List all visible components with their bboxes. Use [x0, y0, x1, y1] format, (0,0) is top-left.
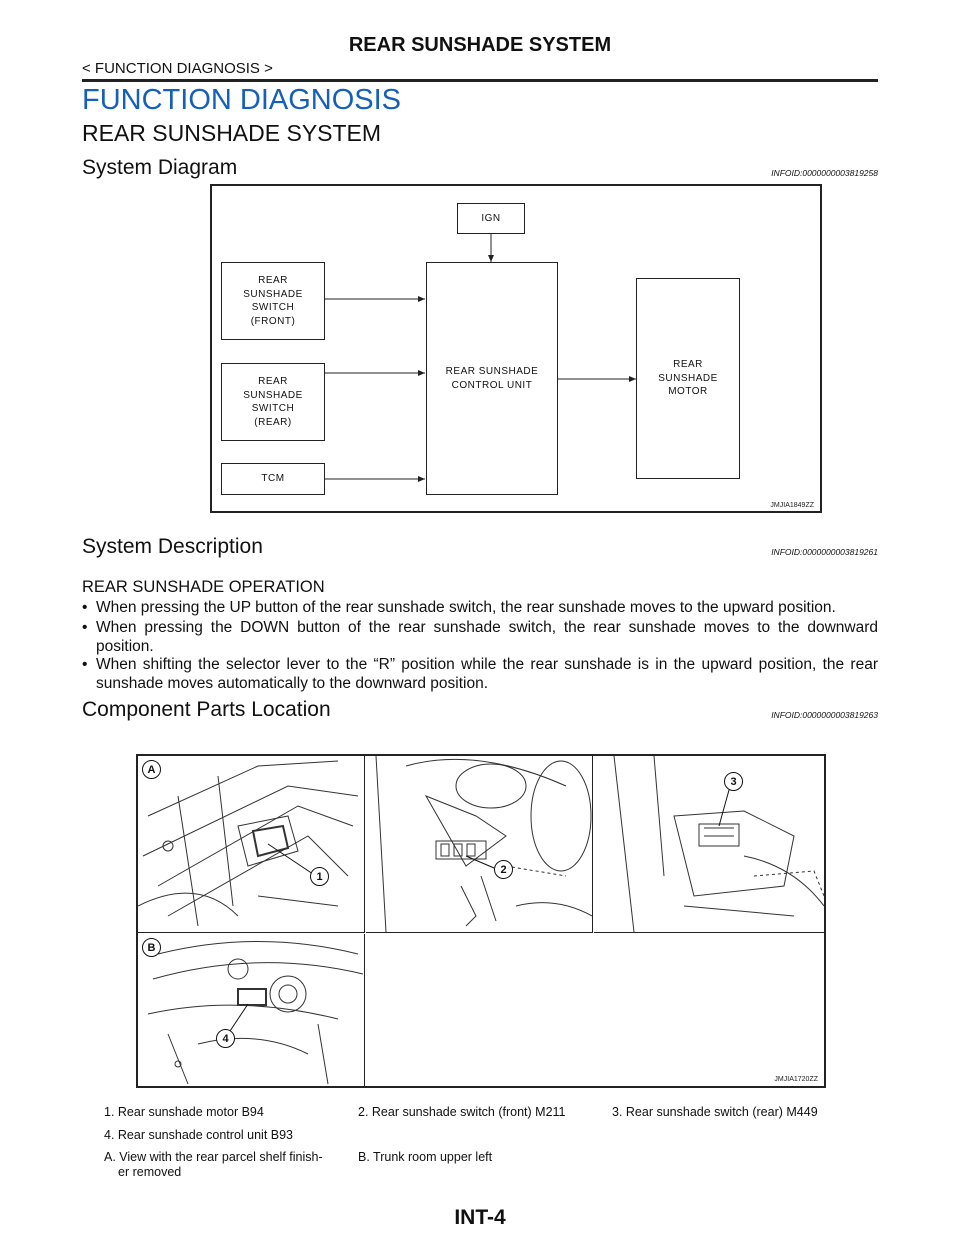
system-description-infoid: INFOID:0000000003819261	[771, 547, 878, 557]
system-diagram-heading: System Diagram	[82, 156, 238, 179]
section-title: FUNCTION DIAGNOSIS	[82, 84, 402, 116]
component-parts-infoid: INFOID:0000000003819263	[771, 710, 878, 720]
callout-3: 3	[724, 772, 743, 791]
callout-4: 4	[216, 1029, 235, 1048]
view-a-drawing	[138, 760, 359, 927]
system-diagram-figure: IGN REAR SUNSHADE SWITCH (FRONT) REAR SU…	[210, 184, 822, 513]
view-b-panel: B 4	[138, 934, 365, 1086]
bullet-text: When shifting the selector lever to the …	[96, 656, 878, 692]
running-title: REAR SUNSHADE SYSTEM	[348, 34, 612, 56]
bullet-dot: •	[82, 599, 88, 616]
subsection-title: REAR SUNSHADE SYSTEM	[82, 120, 382, 146]
view-b-label: B	[142, 938, 161, 957]
legend-item-3: 3. Rear sunshade switch (rear) M449	[612, 1105, 818, 1119]
switch-front-box: REAR SUNSHADE SWITCH (FRONT)	[221, 262, 325, 340]
switch-rear-box: REAR SUNSHADE SWITCH (REAR)	[221, 363, 325, 441]
legend-item-a-line2: er removed	[118, 1165, 182, 1179]
page-number: INT-4	[454, 1206, 506, 1229]
description-bullet: • When pressing the DOWN button of the r…	[82, 618, 878, 656]
bullet-text: When pressing the UP button of the rear …	[96, 599, 836, 616]
component-figure-id: JMJIA1720ZZ	[774, 1076, 818, 1083]
system-diagram-infoid: INFOID:0000000003819258	[771, 168, 878, 178]
view-driver-panel: 2	[366, 756, 593, 933]
system-diagram-figure-id: JMJIA1849ZZ	[770, 502, 814, 509]
control-unit-box: REAR SUNSHADE CONTROL UNIT	[426, 262, 558, 495]
description-bullet: • When pressing the UP button of the rea…	[82, 598, 878, 617]
breadcrumb: < FUNCTION DIAGNOSIS >	[82, 60, 273, 77]
view-rear-seat-drawing	[613, 756, 824, 932]
legend-item-2: 2. Rear sunshade switch (front) M211	[358, 1105, 566, 1119]
motor-box: REAR SUNSHADE MOTOR	[636, 278, 740, 479]
operation-subheading: REAR SUNSHADE OPERATION	[82, 578, 325, 596]
view-b-drawing	[147, 941, 364, 1085]
ign-box: IGN	[457, 203, 525, 234]
component-parts-heading: Component Parts Location	[82, 698, 331, 721]
system-description-heading: System Description	[82, 535, 263, 558]
view-rear-seat-panel: 3	[594, 756, 824, 933]
view-a-label: A	[142, 760, 161, 779]
diagram-connectors	[325, 232, 636, 482]
legend-item-1: 1. Rear sunshade motor B94	[104, 1105, 264, 1119]
bullet-dot: •	[82, 656, 88, 673]
bullet-text: When pressing the DOWN button of the rea…	[96, 619, 878, 655]
legend-item-4: 4. Rear sunshade control unit B93	[104, 1128, 294, 1142]
header-rule	[82, 79, 878, 82]
bullet-dot: •	[82, 619, 88, 636]
callout-1: 1	[310, 867, 329, 886]
legend-item-a-line1: A. View with the rear parcel shelf finis…	[104, 1150, 323, 1164]
description-bullet: • When shifting the selector lever to th…	[82, 655, 878, 693]
callout-2: 2	[494, 860, 513, 879]
legend-item-b: B. Trunk room upper left	[358, 1150, 493, 1164]
view-a-panel: A 1	[138, 756, 365, 933]
tcm-box: TCM	[221, 463, 325, 495]
component-parts-figure: A 1 2	[136, 754, 826, 1088]
view-driver-drawing	[375, 756, 592, 932]
